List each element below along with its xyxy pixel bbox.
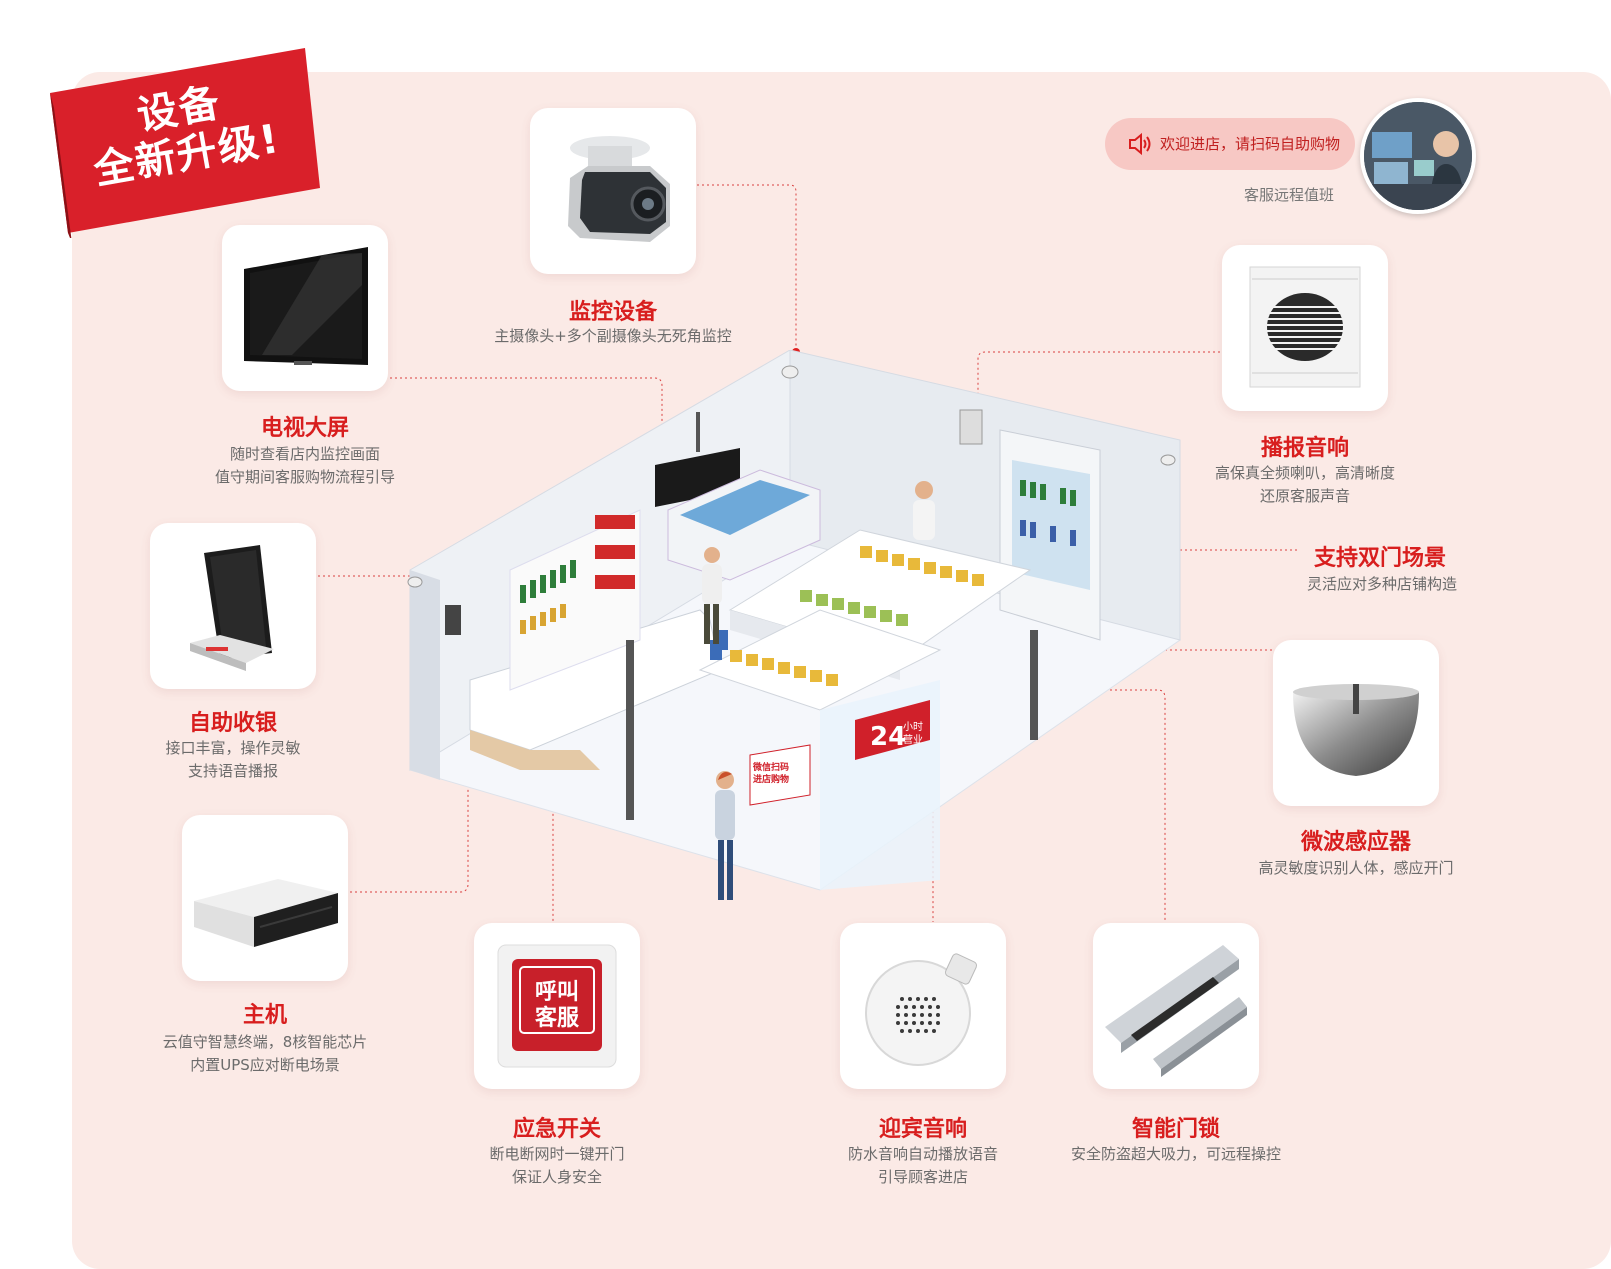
- broadcast-title: 播报音响: [1260, 436, 1349, 461]
- broadcast-card: [1222, 245, 1388, 411]
- store-sign-hours: 24: [870, 722, 906, 752]
- product-shelves: [698, 529, 1032, 711]
- emergency-label-2: 客服: [535, 1005, 580, 1031]
- welcome-speaker-desc: 防水音响自动播放语音 引导顾客进店: [847, 1145, 998, 1186]
- dome-sensor-icon: [1293, 684, 1419, 776]
- store-illustration: 24 小时 营业 微信扫码 进店购物: [407, 350, 1182, 900]
- double-door-desc: 灵活应对多种店铺构造: [1306, 575, 1457, 593]
- store-sign-line1: 小时: [903, 721, 923, 733]
- checkout-card: [150, 523, 316, 689]
- welcome-speaker-card: [840, 923, 1006, 1089]
- lock-title: 智能门锁: [1131, 1117, 1220, 1142]
- camera-title: 监控设备: [568, 300, 657, 325]
- host-title: 主机: [242, 1003, 287, 1028]
- checkout-desc: 接口丰富，操作灵敏 支持语音播报: [165, 739, 301, 780]
- upgrade-banner: 设备 全新升级!: [50, 48, 320, 243]
- magnetic-lock-icon: [1105, 945, 1247, 1077]
- camera-desc: 主摄像头+多个副摄像头无死角监控: [494, 327, 732, 345]
- tv-icon: [244, 247, 368, 365]
- double-door-title: 支持双门场景: [1313, 546, 1446, 571]
- welcome-speaker-title: 迎宾音响: [878, 1117, 967, 1142]
- staff-figure: [913, 481, 935, 540]
- welcome-text: 欢迎进店，请扫码自助购物: [1160, 135, 1341, 153]
- camera-icon: [568, 136, 670, 242]
- service-agent-avatar: [1360, 98, 1476, 214]
- tv-card: [222, 225, 388, 391]
- bottle-group: [520, 560, 576, 603]
- tv-desc: 随时查看店内监控画面 值守期间客服购物流程引导: [214, 445, 395, 486]
- service-label: 客服远程值班: [1244, 186, 1335, 204]
- round-speaker-icon: [865, 953, 978, 1066]
- store-sign: 24 小时 营业: [855, 700, 930, 760]
- customer-figure: [715, 771, 735, 900]
- microwave-desc: 高灵敏度识别人体，感应开门: [1258, 859, 1454, 877]
- store-sign-line2: 营业: [903, 733, 923, 746]
- pos-terminal-icon: [190, 545, 274, 671]
- emergency-title: 应急开关: [512, 1117, 601, 1142]
- host-card: [182, 815, 348, 981]
- shopper-figure: [702, 547, 722, 644]
- emergency-card: 呼叫 客服: [474, 923, 640, 1089]
- checkout-title: 自助收银: [188, 711, 277, 736]
- door-poster: 微信扫码 进店购物: [749, 744, 811, 806]
- poster-line1: 微信扫码: [752, 761, 789, 773]
- microwave-title: 微波感应器: [1300, 830, 1411, 855]
- emergency-label-1: 呼叫: [535, 980, 579, 1005]
- host-desc: 云值守智慧终端，8核智能芯片 内置UPS应对断电场景: [162, 1033, 368, 1074]
- broadcast-desc: 高保真全频喇叭，高清晰度 还原客服声音: [1214, 464, 1395, 505]
- wall-host-box: [445, 605, 461, 635]
- emergency-switch-icon: 呼叫 客服: [497, 944, 617, 1068]
- speaker-icon: [1129, 132, 1151, 156]
- lock-card: [1093, 923, 1259, 1089]
- banner-ribbon-shape: [50, 48, 320, 243]
- server-box-icon: [194, 879, 338, 947]
- tv-title: 电视大屏: [260, 416, 349, 441]
- camera-card: [530, 108, 696, 274]
- lock-desc: 安全防盗超大吸力，可远程操控: [1070, 1145, 1281, 1163]
- ceiling-speaker-icon: [1249, 266, 1361, 388]
- poster-line2: 进店购物: [753, 773, 789, 785]
- microwave-card: [1273, 640, 1439, 806]
- emergency-desc: 断电断网时一键开门 保证人身安全: [489, 1145, 625, 1186]
- welcome-bubble: 欢迎进店，请扫码自助购物: [1105, 118, 1355, 170]
